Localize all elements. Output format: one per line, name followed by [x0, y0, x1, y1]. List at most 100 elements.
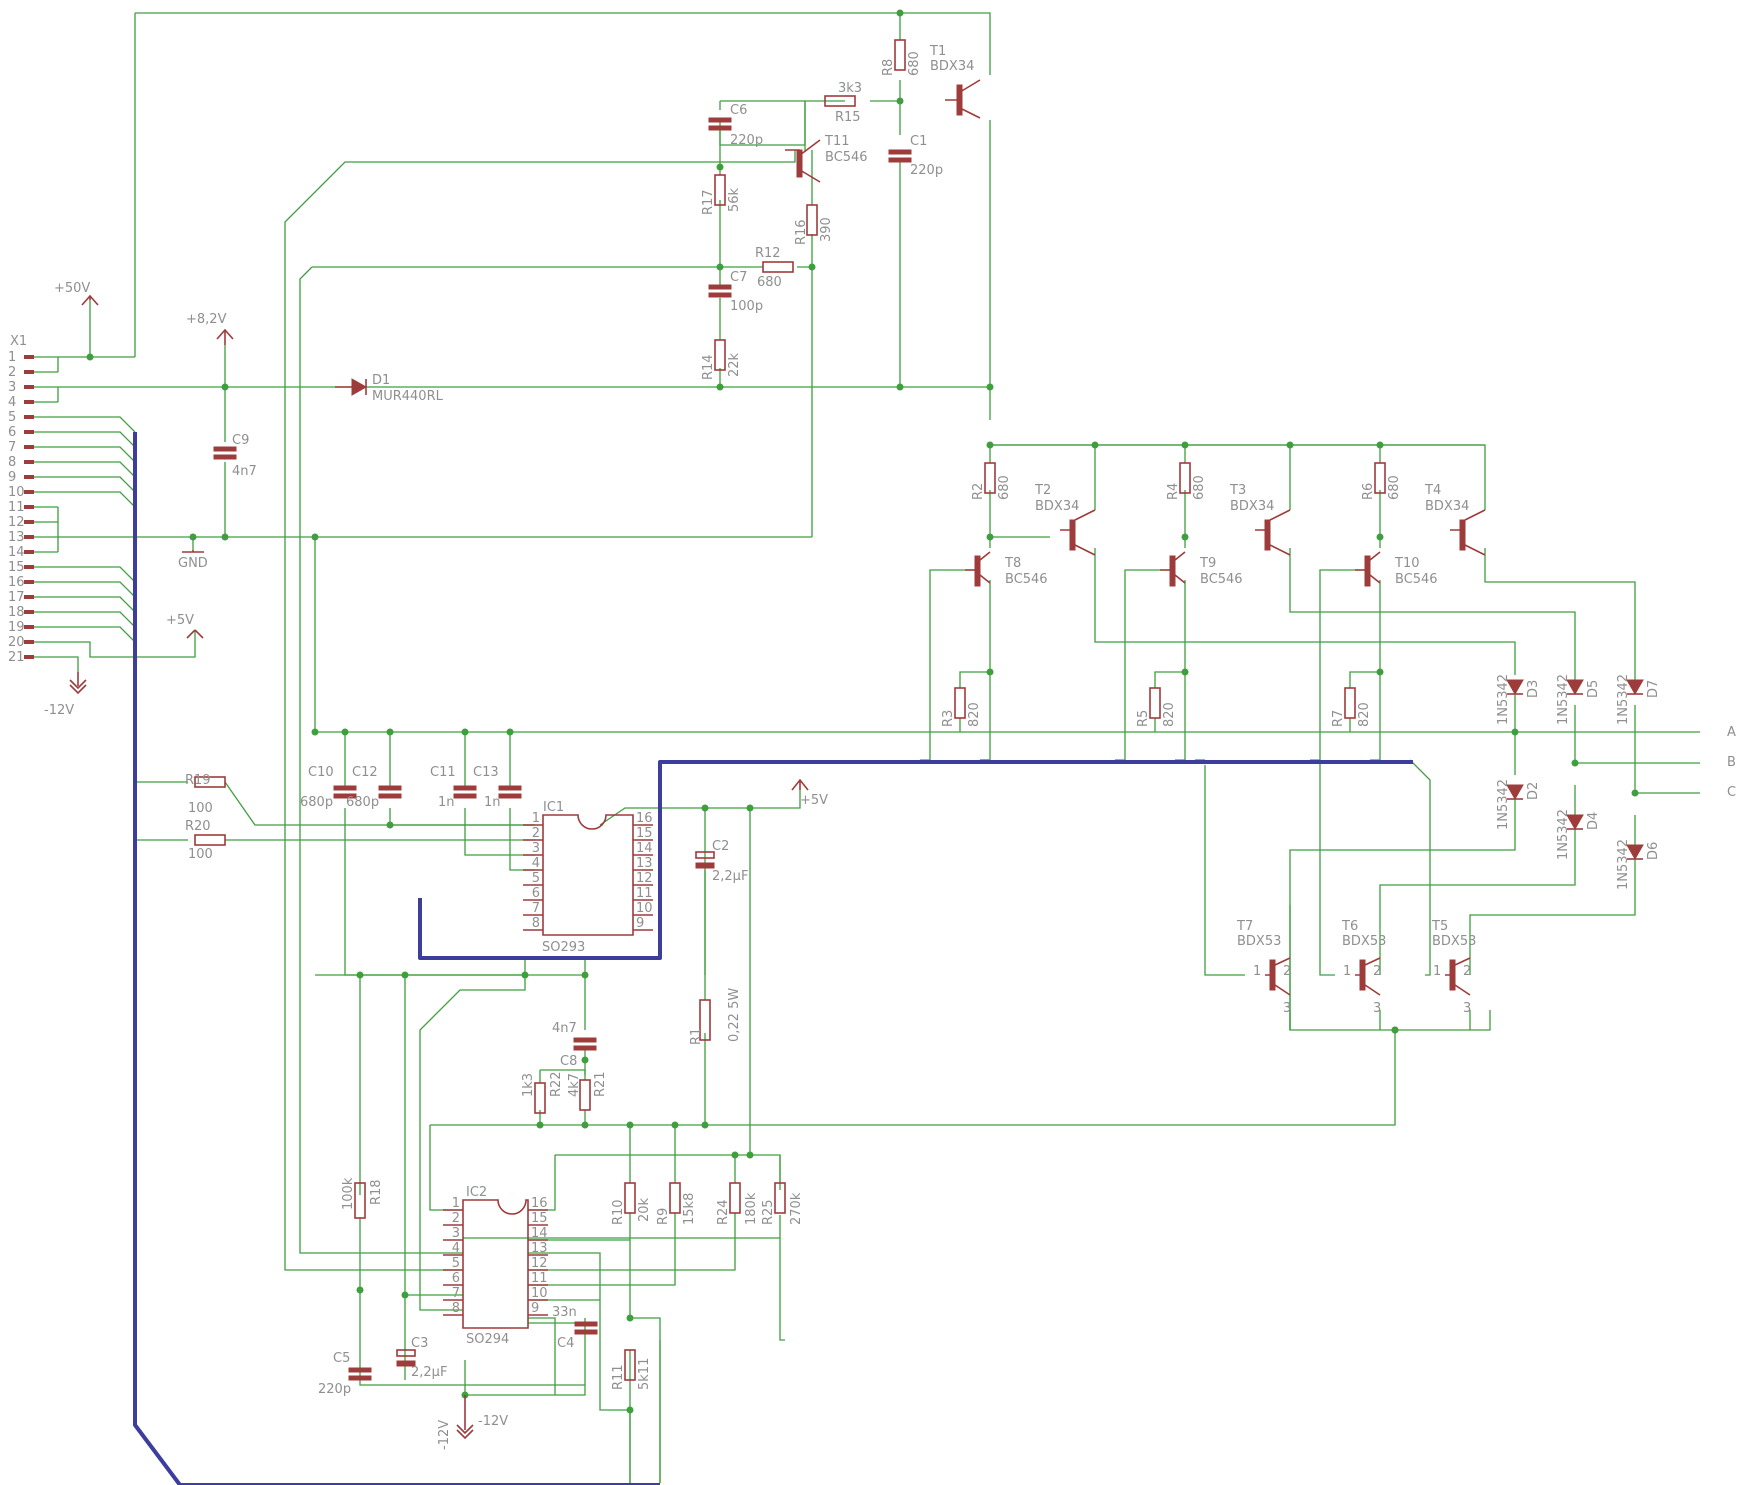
connector-pin [24, 625, 34, 629]
capacitor-c8: 4n7 C8 [552, 1021, 597, 1069]
connector-pin-label: 11 [8, 500, 25, 515]
supply-label: +50V [54, 281, 90, 296]
outputs: A B C [1727, 725, 1736, 800]
supply-label: +5V [166, 613, 194, 628]
svg-text:680: 680 [997, 475, 1012, 500]
ic-pin-label: 9 [636, 916, 644, 931]
svg-text:C5: C5 [333, 1351, 350, 1366]
svg-text:2: 2 [1373, 964, 1381, 979]
svg-text:4k7: 4k7 [567, 1073, 582, 1097]
svg-text:R12: R12 [755, 246, 781, 261]
svg-text:2,2µF: 2,2µF [712, 869, 748, 884]
svg-text:1N5342: 1N5342 [1616, 839, 1631, 890]
svg-text:IC2: IC2 [466, 1185, 487, 1200]
svg-text:220p: 220p [318, 1382, 351, 1397]
capacitor-c6: C6 220p [708, 103, 763, 148]
svg-text:D4: D4 [1586, 812, 1601, 830]
svg-text:D6: D6 [1646, 842, 1661, 860]
resistor-r5: R5 820 [1136, 687, 1177, 727]
svg-text:T3: T3 [1229, 483, 1246, 498]
connector-pin-label: 18 [8, 605, 25, 620]
svg-text:D5: D5 [1586, 680, 1601, 698]
buses [133, 432, 1413, 1485]
connector-pin [24, 520, 34, 524]
wires [57, 12, 1700, 1483]
ic-pin-label: 10 [531, 1286, 548, 1301]
svg-text:BC546: BC546 [1395, 572, 1438, 587]
svg-text:C2: C2 [712, 839, 729, 854]
ic-pin-label: 3 [452, 1226, 460, 1241]
ic-pin-label: 13 [636, 856, 653, 871]
svg-text:2,2µF: 2,2µF [411, 1365, 447, 1380]
transistor-t3: T3 BDX34 [1229, 483, 1291, 556]
ic-pin-label: 4 [452, 1241, 460, 1256]
svg-text:680p: 680p [300, 795, 333, 810]
svg-text:3: 3 [1373, 1001, 1381, 1016]
connector-pin [24, 610, 34, 614]
supply-p5b: +5V [791, 778, 828, 808]
svg-text:BDX34: BDX34 [930, 59, 974, 74]
svg-text:MUR440RL: MUR440RL [372, 389, 444, 404]
svg-text:T11: T11 [824, 134, 849, 149]
svg-text:R17: R17 [701, 189, 716, 215]
svg-text:R16: R16 [794, 219, 809, 245]
svg-text:T4: T4 [1424, 483, 1441, 498]
connector-pin [24, 430, 34, 434]
ic-pin-label: 2 [452, 1211, 460, 1226]
svg-text:BDX53: BDX53 [1237, 934, 1281, 949]
resistors: R8 680 3k3 R15 R17 56k R16 390 R12 680 R… [185, 39, 1402, 1390]
svg-text:820: 820 [1162, 702, 1177, 727]
svg-text:R10: R10 [611, 1199, 626, 1225]
capacitor-c3: C3 2,2µF [396, 1336, 447, 1380]
connector-pin [24, 415, 34, 419]
svg-text:T5: T5 [1431, 919, 1448, 934]
ic-pin-label: 15 [531, 1211, 548, 1226]
svg-text:R5: R5 [1136, 710, 1151, 727]
connector-pin-label: 1 [8, 350, 16, 365]
resistor-r17: R17 56k [701, 174, 742, 215]
resistor-r21: 4k7 R21 [567, 1071, 608, 1111]
connector-pin-label: 7 [8, 440, 16, 455]
resistor-r4: R4 680 [1166, 462, 1207, 500]
capacitor-c2: C2 C2 2,2µF [695, 839, 748, 884]
transistor-t1: T1 BDX34 [929, 44, 981, 119]
connector-pin-label: 12 [8, 515, 25, 530]
svg-text:1N5342: 1N5342 [1556, 809, 1571, 860]
svg-text:R22: R22 [549, 1071, 564, 1097]
svg-text:4n7: 4n7 [232, 464, 257, 479]
svg-text:820: 820 [967, 702, 982, 727]
connector-pin [24, 355, 34, 359]
connector-pin-label: 9 [8, 470, 16, 485]
svg-text:BDX34: BDX34 [1230, 499, 1274, 514]
ic-pin-label: 9 [531, 1301, 539, 1316]
capacitor-c5: C5 220p [318, 1351, 372, 1397]
svg-text:R18: R18 [369, 1179, 384, 1205]
diode-d4: 1N5342 D4 [1556, 809, 1601, 860]
capacitor-c10: C10 680p [300, 765, 357, 810]
capacitor-c4: 33n C4 [552, 1305, 598, 1351]
diode-d6: 1N5342 D6 [1616, 839, 1661, 890]
svg-text:R21: R21 [593, 1071, 608, 1097]
resistor-r20: R20 100 [185, 819, 226, 862]
ic-pin-label: 15 [636, 826, 653, 841]
svg-text:SO293: SO293 [542, 940, 585, 955]
diodes: D1 MUR440RL 1N5342 D3 1N5342 D5 1N5342 D… [335, 373, 1661, 890]
svg-text:680: 680 [907, 51, 922, 76]
svg-text:3: 3 [1283, 1001, 1291, 1016]
svg-text:33n: 33n [552, 1305, 577, 1320]
resistor-r11: R11 5k11 [611, 1349, 652, 1390]
svg-text:R11: R11 [611, 1364, 626, 1390]
svg-text:56k: 56k [727, 187, 742, 212]
connector-pin-label: 14 [8, 545, 25, 560]
resistor-r12: R12 680 [755, 246, 794, 290]
connector-pin-label: 8 [8, 455, 16, 470]
svg-text:T6: T6 [1341, 919, 1358, 934]
svg-text:220p: 220p [910, 163, 943, 178]
svg-text:BDX53: BDX53 [1342, 934, 1386, 949]
svg-text:R2: R2 [971, 483, 986, 500]
svg-text:C11: C11 [430, 765, 456, 780]
svg-text:5k11: 5k11 [637, 1358, 652, 1390]
